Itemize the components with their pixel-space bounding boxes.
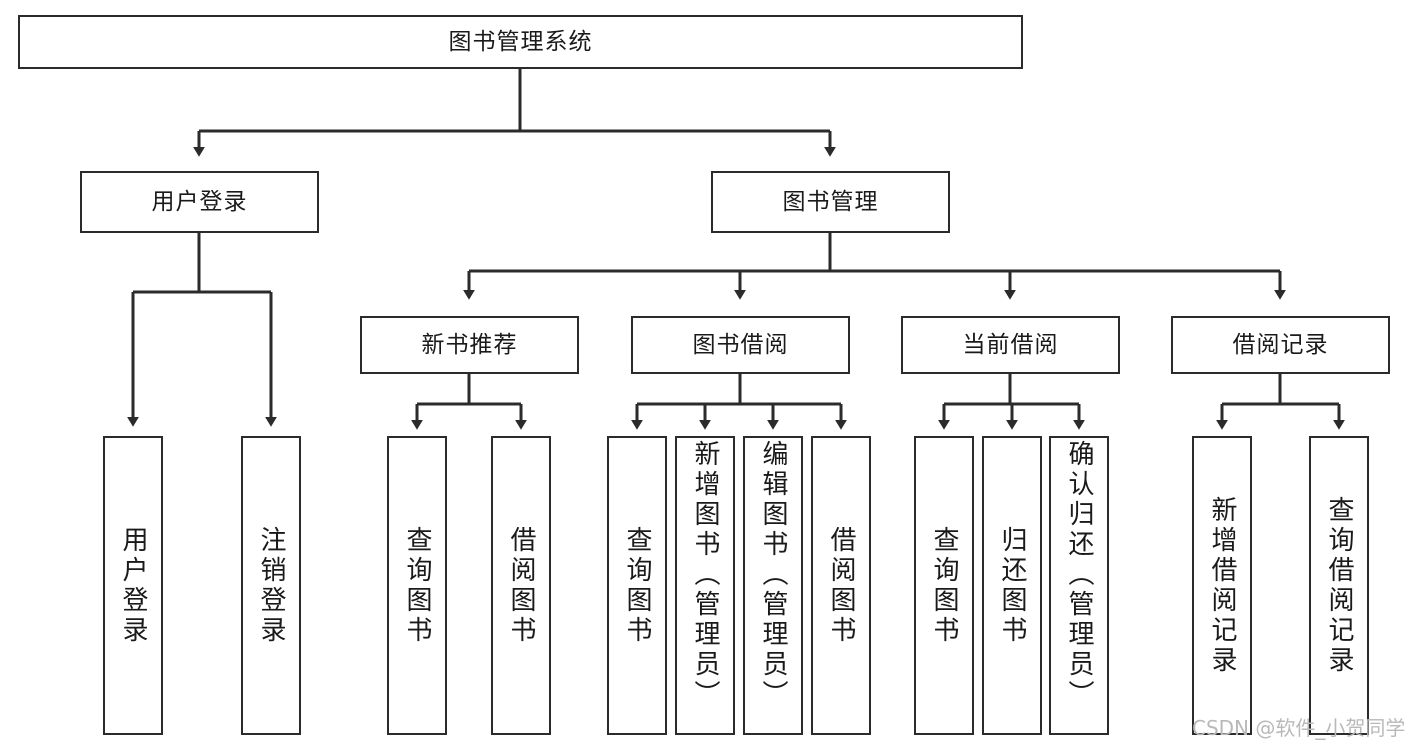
node-root-book-management-system[interactable]: 图书管理系统 [18, 15, 1023, 69]
node-book-borrow[interactable]: 图书借阅 [631, 316, 850, 374]
leaf-user-login-logout[interactable]: 注销登录 [241, 436, 301, 735]
node-new-book-recommend[interactable]: 新书推荐 [360, 316, 579, 374]
node-label: 新增图书（管理员） [690, 440, 720, 710]
leaf-borrow-query-book[interactable]: 查询图书 [607, 436, 667, 735]
node-label: 查询图书 [402, 525, 432, 646]
leaf-recommend-borrow-book[interactable]: 借阅图书 [491, 436, 551, 735]
node-label: 新书推荐 [421, 331, 518, 358]
node-label: 新增借阅记录 [1207, 495, 1237, 676]
node-label: 借阅图书 [506, 525, 536, 646]
node-label: 图书管理 [782, 188, 879, 215]
leaf-borrow-edit-book-admin[interactable]: 编辑图书（管理员） [743, 436, 803, 735]
node-label: 用户登录 [118, 525, 148, 646]
node-label: 查询借阅记录 [1324, 495, 1354, 676]
node-label: 借阅记录 [1232, 331, 1329, 358]
node-user-login[interactable]: 用户登录 [80, 171, 319, 233]
node-current-borrow[interactable]: 当前借阅 [901, 316, 1120, 374]
leaf-borrow-borrow-book[interactable]: 借阅图书 [811, 436, 871, 735]
leaf-current-confirm-return-admin[interactable]: 确认归还（管理员） [1049, 436, 1109, 735]
node-label: 查询图书 [929, 525, 959, 646]
node-label: 注销登录 [256, 525, 286, 646]
node-book-management[interactable]: 图书管理 [711, 171, 950, 233]
node-label: 查询图书 [622, 525, 652, 646]
node-label: 确认归还（管理员） [1064, 440, 1094, 710]
leaf-record-add-record[interactable]: 新增借阅记录 [1192, 436, 1252, 735]
node-label: 图书借阅 [692, 331, 789, 358]
leaf-borrow-add-book-admin[interactable]: 新增图书（管理员） [675, 436, 735, 735]
leaf-current-return-book[interactable]: 归还图书 [982, 436, 1042, 735]
leaf-record-query-record[interactable]: 查询借阅记录 [1309, 436, 1369, 735]
csdn-watermark: CSDN @软件_小贺同学 [1192, 716, 1405, 740]
node-borrow-record[interactable]: 借阅记录 [1171, 316, 1390, 374]
node-label: 编辑图书（管理员） [758, 440, 788, 710]
node-label: 图书管理系统 [448, 28, 593, 55]
leaf-user-login-login[interactable]: 用户登录 [103, 436, 163, 735]
node-label: 用户登录 [151, 188, 248, 215]
node-label: 当前借阅 [962, 331, 1059, 358]
node-label: 归还图书 [997, 525, 1027, 646]
leaf-recommend-query-book[interactable]: 查询图书 [387, 436, 447, 735]
leaf-current-query-book[interactable]: 查询图书 [914, 436, 974, 735]
node-label: 借阅图书 [826, 525, 856, 646]
